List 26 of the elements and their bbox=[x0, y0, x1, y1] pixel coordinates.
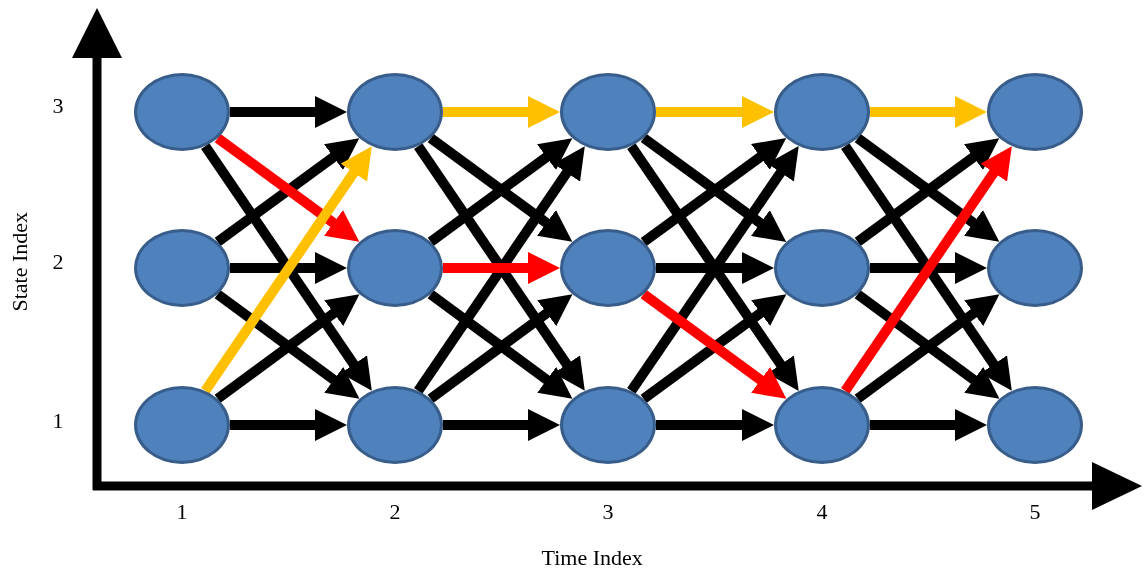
axis-title: Time Index bbox=[541, 546, 643, 570]
arrow bbox=[230, 96, 347, 128]
tick-label: 2 bbox=[389, 500, 401, 524]
arrow bbox=[443, 252, 560, 284]
tick-label: 3 bbox=[602, 500, 614, 524]
arrow bbox=[870, 96, 987, 128]
arrow bbox=[230, 252, 347, 284]
tick-label: 1 bbox=[52, 409, 64, 433]
state-node bbox=[134, 229, 230, 307]
arrow bbox=[443, 409, 560, 441]
state-node bbox=[560, 229, 656, 307]
arrow bbox=[656, 252, 774, 284]
axis-title: State Index bbox=[8, 212, 32, 312]
tick-label: 2 bbox=[52, 250, 64, 274]
arrow bbox=[870, 409, 987, 441]
arrow bbox=[870, 252, 987, 284]
tick-label: 5 bbox=[1029, 500, 1041, 524]
arrow bbox=[656, 96, 774, 128]
tick-label: 4 bbox=[816, 500, 828, 524]
state-node bbox=[347, 229, 443, 307]
state-node bbox=[774, 229, 870, 307]
tick-label: 1 bbox=[176, 500, 188, 524]
arrow bbox=[230, 409, 347, 441]
arrow bbox=[443, 96, 560, 128]
tick-label: 3 bbox=[52, 94, 64, 118]
arrow bbox=[656, 409, 774, 441]
